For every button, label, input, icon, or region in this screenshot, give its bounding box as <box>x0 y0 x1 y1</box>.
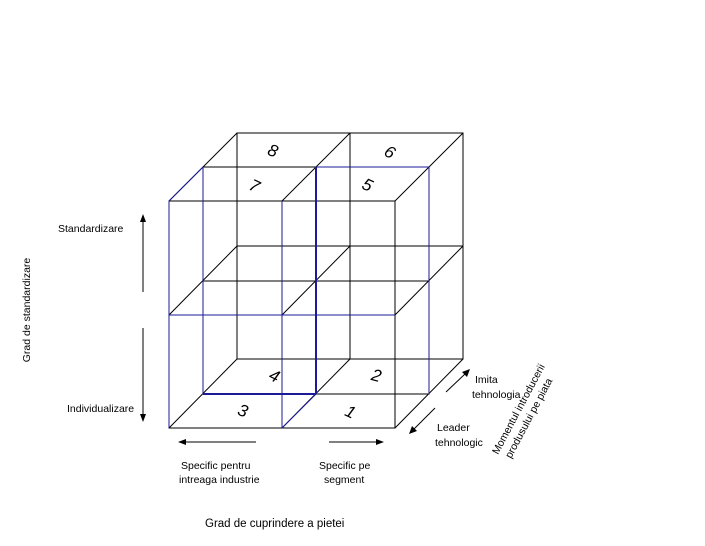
vertical-axis-title: Grad de standardizare <box>21 258 33 363</box>
cell-1: 1 <box>342 401 359 422</box>
arrow-front-head <box>409 426 417 434</box>
depth-axis: Imita tehnologia Leader tehnologic Momen… <box>409 362 555 460</box>
vertical-axis: Grad de standardizare Standardizare Indi… <box>21 214 146 422</box>
arrow-front <box>413 407 436 430</box>
arrow-down-head <box>140 414 146 422</box>
label-imita-1: Imita <box>475 374 498 386</box>
label-standardizare: Standardizare <box>58 223 124 235</box>
cell-3: 3 <box>235 400 251 421</box>
cell-6: 6 <box>381 142 399 163</box>
horizontal-axis: Specific pentru intreaga industrie Speci… <box>178 439 384 530</box>
label-specific-segment-1: Specific pe <box>319 460 371 472</box>
arrow-back-head <box>462 369 470 377</box>
cell-8: 8 <box>265 140 281 161</box>
cell-4: 4 <box>266 365 283 386</box>
cell-5: 5 <box>359 174 376 195</box>
horizontal-axis-title: Grad de cuprindere a pietei <box>205 518 344 530</box>
label-leader-2: tehnologic <box>435 437 483 449</box>
label-imita-2: tehnologia <box>472 389 521 401</box>
cube-wireframe <box>168 132 464 429</box>
cube-highlight-edges <box>202 166 430 429</box>
arrow-up-head <box>140 214 146 222</box>
label-specific-industrie-1: Specific pentru <box>181 460 251 472</box>
label-leader-1: Leader <box>437 422 470 434</box>
label-specific-industrie-2: intreaga industrie <box>179 474 260 486</box>
arrow-right-head <box>376 439 384 445</box>
arrow-back <box>445 373 466 393</box>
arrow-left-head <box>178 439 186 445</box>
label-individualizare: Individualizare <box>67 403 134 415</box>
cell-7: 7 <box>246 175 263 196</box>
label-specific-segment-2: segment <box>324 474 364 486</box>
cell-2: 2 <box>368 365 384 386</box>
